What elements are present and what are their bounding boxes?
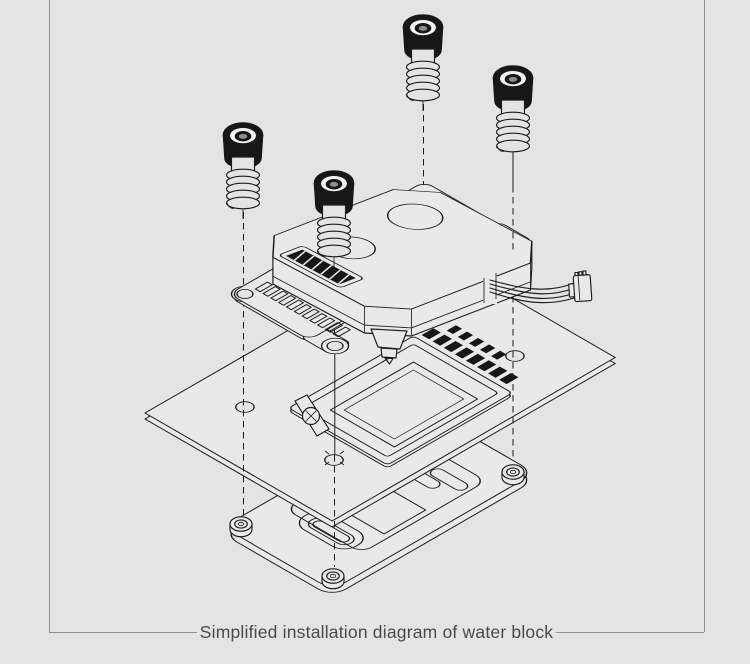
motherboard-holes [235, 350, 525, 466]
pump-cable [489, 279, 575, 304]
base-flange-line [272, 275, 531, 329]
logo-sticker [279, 246, 363, 288]
caption-text: Simplified installation diagram of water… [199, 621, 554, 642]
caption-row: Simplified installation diagram of water… [49, 621, 704, 643]
caption-rule-right [556, 631, 704, 633]
thumb-screw-right [492, 64, 534, 163]
thumb-screw-left [222, 121, 264, 220]
cooling-fins [254, 281, 351, 338]
bracket-hole-left [236, 288, 254, 300]
cable-notch [483, 273, 497, 304]
socket-retention-arm [294, 394, 330, 437]
caption-rule-left [49, 631, 197, 633]
hole-cross-ticks [324, 450, 345, 466]
cold-plate-nozzle [370, 328, 408, 365]
backplate-slot-large [307, 517, 355, 546]
backplate-slot-small-2 [429, 468, 469, 491]
frame-line-right [704, 0, 705, 632]
coolant-port-inlet [386, 203, 444, 230]
bracket-hole-bottom [326, 340, 344, 352]
thumb-screw-top [402, 13, 444, 112]
cable-connector [568, 270, 593, 303]
cpu [329, 361, 479, 448]
frame-line-left [49, 0, 50, 632]
cpu-socket [290, 336, 511, 468]
motherboard [144, 249, 616, 528]
